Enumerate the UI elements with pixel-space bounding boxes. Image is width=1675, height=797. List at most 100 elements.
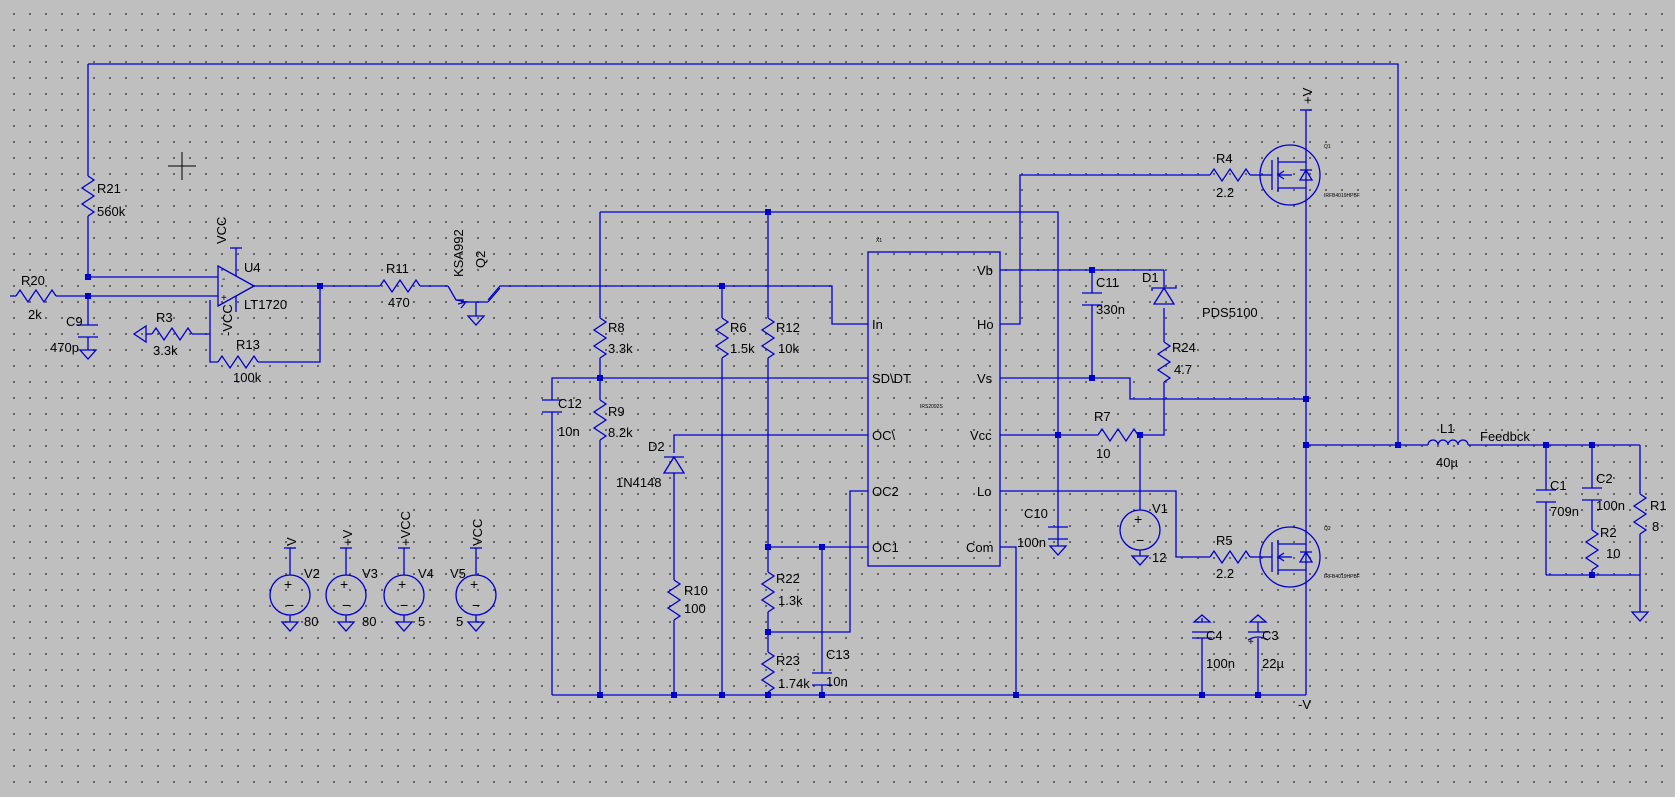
net-flag-bars xyxy=(284,109,1312,549)
capacitor-c2-symbol[interactable] xyxy=(1582,487,1602,501)
diode-d1-symbol[interactable] xyxy=(1151,284,1177,305)
r1-value: 8 xyxy=(1652,519,1659,534)
svg-text:+: + xyxy=(221,293,227,304)
resistor-r12-symbol[interactable] xyxy=(761,317,775,359)
capacitor-c13-symbol[interactable] xyxy=(812,672,832,686)
v4-value: 5 xyxy=(418,614,425,629)
resistor-r1-symbol[interactable] xyxy=(1633,493,1647,535)
resistor-r10-symbol[interactable] xyxy=(667,579,681,621)
svg-text:−: − xyxy=(472,597,480,613)
ground-v2-icon xyxy=(281,621,299,632)
resistor-r11-symbol[interactable] xyxy=(379,279,421,293)
resistor-r9-symbol[interactable] xyxy=(593,399,607,441)
diode-d2-symbol[interactable] xyxy=(662,455,686,475)
r7-ref: R7 xyxy=(1094,409,1111,424)
v1-value: 12 xyxy=(1152,550,1166,565)
net-label-v-v2: V xyxy=(284,537,299,546)
voltage-source-v2-symbol[interactable]: + − xyxy=(269,548,311,622)
net-label-plus-v-v3: +V xyxy=(340,529,355,546)
svg-text:+: + xyxy=(398,576,406,592)
ic-pin-ho: Ho xyxy=(977,317,994,332)
r22-value: 1.3k xyxy=(778,593,803,608)
capacitor-c1-symbol[interactable] xyxy=(1536,489,1556,503)
mosfet-bottom-symbol[interactable] xyxy=(1259,526,1321,588)
r11-value: 470 xyxy=(388,295,410,310)
mosfet-top-symbol[interactable] xyxy=(1259,144,1321,206)
ic-pin-oc1: OC1 xyxy=(872,540,899,555)
svg-text:−: − xyxy=(286,597,294,613)
voltage-source-v5-symbol[interactable]: + − xyxy=(455,548,497,622)
u4-value: LT1720 xyxy=(244,297,287,312)
v3-ref: V3 xyxy=(362,566,378,581)
r13-ref: R13 xyxy=(236,337,260,352)
ground-r1-icon xyxy=(1631,611,1649,622)
c13-ref: C13 xyxy=(826,647,850,662)
resistor-r2-symbol[interactable] xyxy=(1585,529,1599,571)
r10-ref: R10 xyxy=(684,583,708,598)
net-label-vcc-u4: VCC xyxy=(214,217,229,244)
r24-value: 4.7 xyxy=(1174,362,1192,377)
v2-value: 80 xyxy=(304,614,318,629)
driver-ic-body[interactable] xyxy=(867,251,1001,567)
c12-value: 10n xyxy=(558,424,580,439)
resistor-r24-symbol[interactable] xyxy=(1157,341,1171,383)
ground-v3-icon xyxy=(337,621,355,632)
c2-ref: C2 xyxy=(1596,471,1613,486)
r9-ref: R9 xyxy=(608,404,625,419)
voltage-source-v1-symbol[interactable]: + − xyxy=(1119,509,1161,551)
ic-pin-in: In xyxy=(872,317,883,332)
opamp-u4-symbol[interactable]: - + xyxy=(217,247,256,312)
r12-value: 10k xyxy=(778,341,799,356)
resistor-r23-symbol[interactable] xyxy=(761,651,775,693)
resistor-r3-symbol[interactable] xyxy=(151,327,193,341)
ic-pin-com: Com xyxy=(966,540,993,555)
net-label-feedback: Feedbck xyxy=(1480,429,1530,444)
svg-text:+: + xyxy=(470,576,478,592)
r9-value: 8.2k xyxy=(608,425,633,440)
resistor-r7-symbol[interactable] xyxy=(1097,428,1139,442)
voltage-source-v4-symbol[interactable]: + − xyxy=(383,548,425,622)
r5-value: 2.2 xyxy=(1216,566,1234,581)
resistor-r21-symbol[interactable] xyxy=(81,175,95,217)
r12-ref: R12 xyxy=(776,320,800,335)
u4-ref: U4 xyxy=(244,260,261,275)
voltage-source-v3-symbol[interactable]: + − xyxy=(325,548,367,622)
svg-text:-: - xyxy=(222,274,225,285)
c10-ref: C10 xyxy=(1024,506,1048,521)
capacitor-c9-symbol[interactable] xyxy=(78,324,98,338)
inductor-l1-symbol[interactable] xyxy=(1427,439,1469,446)
r20-ref: R20 xyxy=(21,273,45,288)
r22-ref: R22 xyxy=(776,571,800,586)
resistor-r4-symbol[interactable] xyxy=(1209,168,1251,182)
mosfet-top-part: IRFB4019HPBF xyxy=(1324,193,1360,199)
q2-ref: Q2 xyxy=(473,251,488,268)
ground-v1-icon xyxy=(1131,555,1149,566)
mosfet-bottom-ref: Q2 xyxy=(1324,526,1331,532)
net-label-minus-v: -V xyxy=(1298,697,1311,712)
transistor-q2-symbol[interactable] xyxy=(455,287,501,316)
c10-value: 100n xyxy=(1017,535,1046,550)
resistor-r22-symbol[interactable] xyxy=(761,571,775,613)
resistor-r5-symbol[interactable] xyxy=(1209,550,1251,564)
r11-ref: R11 xyxy=(386,261,409,276)
capacitor-c4-symbol[interactable] xyxy=(1192,614,1212,639)
r23-ref: R23 xyxy=(776,653,800,668)
resistor-r20-symbol[interactable] xyxy=(15,289,57,303)
resistor-r6-symbol[interactable] xyxy=(715,317,729,359)
l1-ref: L1 xyxy=(1440,421,1454,436)
d2-value: 1N4148 xyxy=(616,475,662,490)
capacitor-c11-symbol[interactable] xyxy=(1082,292,1102,306)
capacitor-c3-symbol[interactable]: + xyxy=(1247,614,1269,648)
resistor-r8-symbol[interactable] xyxy=(593,317,607,359)
ic-ref-small: X1 xyxy=(876,238,882,244)
ic-pin-sd-dt: SD\DT xyxy=(872,371,911,386)
c3-value: 22µ xyxy=(1262,656,1284,671)
r2-ref: R2 xyxy=(1600,525,1617,540)
capacitor-c12-symbol[interactable] xyxy=(542,399,562,413)
v3-value: 80 xyxy=(362,614,376,629)
r21-ref: R21 xyxy=(97,181,121,196)
resistor-r13-symbol[interactable] xyxy=(217,355,259,369)
svg-text:+: + xyxy=(1134,511,1142,527)
